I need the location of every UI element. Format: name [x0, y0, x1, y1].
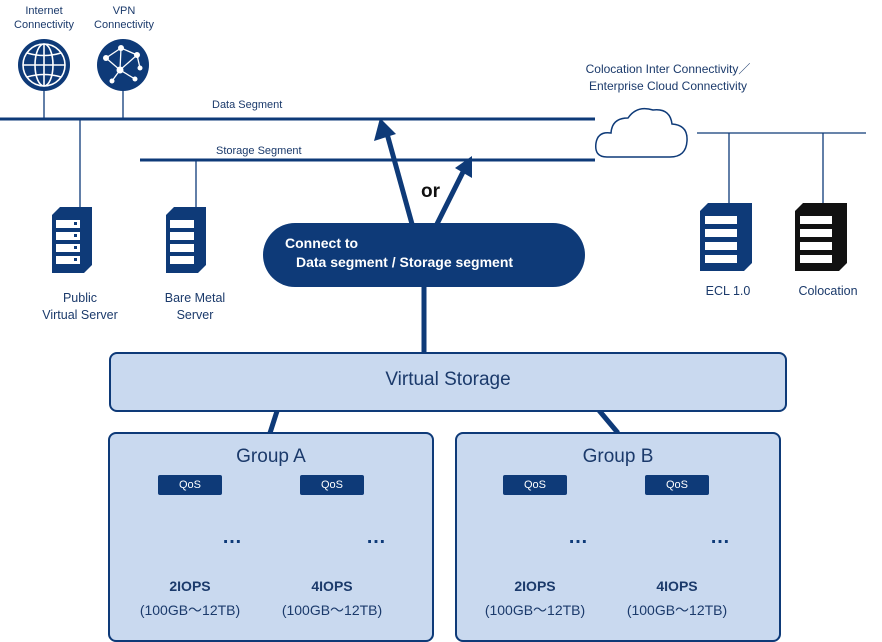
capacity-label: (100GB～12TB)	[484, 602, 586, 618]
network-globe-icon	[97, 39, 149, 91]
globe-icon	[18, 39, 70, 91]
qos-badge: QoS	[158, 475, 222, 495]
qos-badge: QoS	[645, 475, 709, 495]
connect-line-1: Connect to	[285, 235, 359, 251]
iops-label: 4IOPS	[311, 578, 353, 594]
internet-connectivity-label: Internet Connectivity	[14, 5, 74, 31]
public-virtual-server-label: Public Virtual Server	[42, 291, 118, 322]
cloud-connectivity-label: Colocation Inter Connectivity／ Enterpris…	[585, 62, 751, 93]
iops-label: 2IOPS	[169, 578, 211, 594]
ellipsis: …	[568, 526, 590, 548]
connect-to-segment-pill: Connect to Data segment / Storage segmen…	[263, 223, 585, 287]
virtual-storage-label: Virtual Storage	[385, 369, 511, 390]
capacity-label: (100GB～12TB)	[281, 602, 383, 618]
vpn-connectivity-label: VPN Connectivity	[94, 5, 154, 31]
server-icon	[795, 203, 847, 271]
ecl-label: ECL 1.0	[705, 284, 751, 298]
group-title: Group B	[582, 446, 654, 467]
iops-label: 2IOPS	[514, 578, 556, 594]
storage-segment-label: Storage Segment	[216, 145, 302, 157]
ellipsis: …	[222, 526, 244, 548]
capacity-label: (100GB～12TB)	[626, 602, 728, 618]
bare-metal-server-label: Bare Metal Server	[164, 291, 226, 322]
group-a-panel: Group A QoS QoS … … 2IOPS 4IOPS (100GB～1…	[108, 432, 434, 642]
qos-badge: QoS	[503, 475, 567, 495]
arrow-icon	[383, 129, 467, 226]
virtual-storage-box: Virtual Storage	[109, 352, 787, 412]
data-segment-label: Data Segment	[212, 99, 283, 111]
server-icon	[166, 207, 206, 273]
server-icon	[52, 207, 92, 273]
ellipsis: …	[366, 526, 388, 548]
connect-line-2: Data segment / Storage segment	[296, 254, 514, 270]
cloud-icon	[594, 107, 688, 158]
ellipsis: …	[710, 526, 732, 548]
colocation-label: Colocation	[798, 284, 858, 298]
qos-badge: QoS	[300, 475, 364, 495]
server-icon	[700, 203, 752, 271]
group-title: Group A	[236, 446, 306, 467]
iops-label: 4IOPS	[656, 578, 698, 594]
capacity-label: (100GB～12TB)	[139, 602, 241, 618]
group-b-panel: Group B QoS QoS … … 2IOPS 4IOPS (100GB～1…	[455, 432, 781, 642]
or-label: or	[421, 181, 440, 202]
